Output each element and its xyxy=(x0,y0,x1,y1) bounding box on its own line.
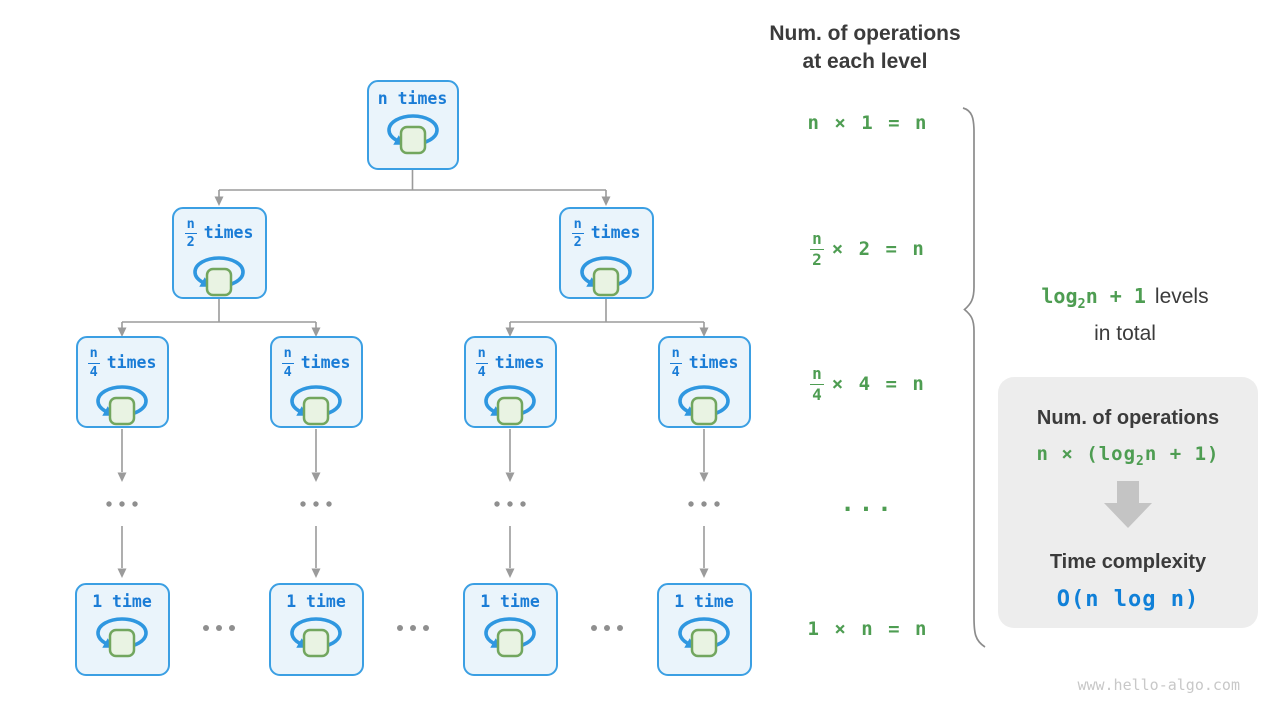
row-ellipsis-icon xyxy=(203,625,623,631)
ops-row-level1: n × 1 = n xyxy=(807,112,929,134)
loop-icon xyxy=(287,616,345,660)
tree-node-quarter-2: n 4 times xyxy=(269,336,363,428)
ops-row-bottom: 1 × n = n xyxy=(807,618,929,640)
panel-operations-formula: n × (log2n + 1) xyxy=(1036,443,1220,469)
connector-arrowheads xyxy=(117,196,709,578)
ops-row-rest: × 2 = n xyxy=(831,238,926,260)
node-label: 1 time xyxy=(92,592,152,611)
fraction: n 4 xyxy=(810,363,824,404)
panel-complexity-value: O(n log n) xyxy=(1056,587,1200,612)
tree-node-quarter-1: n 4 times xyxy=(75,336,169,428)
brace-label-line2: in total xyxy=(1094,322,1156,345)
loop-icon xyxy=(675,384,733,428)
node-label: times xyxy=(688,352,739,372)
fraction: n 4 xyxy=(87,345,100,380)
panel-title-complexity: Time complexity xyxy=(1049,551,1207,573)
ops-row-level3: n 4 × 4 = n xyxy=(768,360,968,408)
ops-row-ellipsis: ... xyxy=(840,489,896,517)
column-header-line2: at each level xyxy=(802,50,928,73)
brace-label-levels: levels xyxy=(1154,285,1209,308)
watermark: www.hello-algo.com xyxy=(1077,676,1240,694)
loop-icon xyxy=(481,616,539,660)
loop-icon xyxy=(384,113,442,157)
fraction: n 4 xyxy=(281,345,294,380)
loop-icon xyxy=(190,255,248,299)
tree-node-quarter-3: n 4 times xyxy=(463,336,557,428)
loop-icon xyxy=(577,255,635,299)
node-label: times xyxy=(203,223,254,243)
tree-node-half-left: n 2 times xyxy=(171,206,267,299)
tree-node-quarter-4: n 4 times xyxy=(657,336,751,428)
grouping-brace xyxy=(962,107,986,648)
node-label: 1 time xyxy=(480,592,540,611)
brace-label: log2n + 1 levels in total xyxy=(1002,281,1248,349)
loop-icon xyxy=(287,384,345,428)
tree-node-half-right: n 2 times xyxy=(558,206,654,299)
tree-node-leaf-4: 1 time xyxy=(656,583,752,676)
node-label: 1 time xyxy=(674,592,734,611)
loop-icon xyxy=(93,384,151,428)
loop-icon xyxy=(481,384,539,428)
summary-panel: Num. of operations n × (log2n + 1) Time … xyxy=(998,377,1258,628)
column-header-line1: Num. of operations xyxy=(769,22,961,45)
loop-icon xyxy=(675,616,733,660)
panel-title-operations: Num. of operations xyxy=(1036,407,1220,429)
column-header: Num. of operations at each level xyxy=(745,20,985,76)
fraction: n 2 xyxy=(571,215,584,250)
node-label: times xyxy=(106,352,157,372)
tree-node-leaf-1: 1 time xyxy=(74,583,170,676)
fraction: n 2 xyxy=(184,215,197,250)
ops-row-rest: × 4 = n xyxy=(831,373,926,395)
ops-row-level2: n 2 × 2 = n xyxy=(768,225,968,273)
brace-label-line1: log2n + 1 levels xyxy=(1002,281,1248,319)
down-block-arrow-icon xyxy=(1102,481,1154,529)
fraction: n 4 xyxy=(669,345,682,380)
tree-node-leaf-2: 1 time xyxy=(268,583,364,676)
tree-node-leaf-3: 1 time xyxy=(462,583,558,676)
node-label: times xyxy=(494,352,545,372)
node-label: n times xyxy=(377,89,448,108)
loop-icon xyxy=(93,616,151,660)
tree-node-root: n times xyxy=(366,80,459,170)
fraction: n 2 xyxy=(810,228,824,269)
fraction: n 4 xyxy=(475,345,488,380)
node-label: times xyxy=(590,223,641,243)
levels-formula: log2n + 1 xyxy=(1041,284,1146,312)
tree-connector-lines xyxy=(121,170,705,568)
column-ellipsis-icon xyxy=(106,501,720,507)
node-label: times xyxy=(300,352,351,372)
node-label: 1 time xyxy=(286,592,346,611)
